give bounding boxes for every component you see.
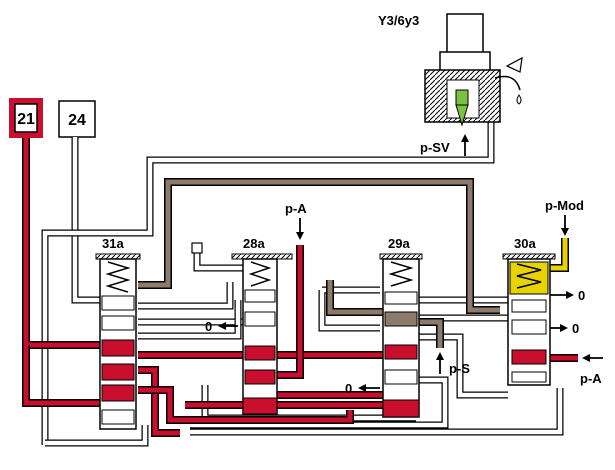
spring-icon <box>516 263 542 289</box>
valve-31a: 31a <box>95 236 141 430</box>
p-mod-label: p-Mod <box>545 198 584 213</box>
arrow-down-icon <box>296 232 304 240</box>
p-a-top-label: p-A <box>285 201 307 216</box>
arrow-down-icon <box>561 228 569 236</box>
box-21: 21 <box>9 98 43 138</box>
valve-30a-label: 30a <box>514 236 536 251</box>
arrow-up-icon <box>436 352 444 360</box>
pressure-labels: p-A p-Mod p-S p-A 0 0 0 0 <box>205 198 603 396</box>
oil-drop-icon <box>516 94 522 105</box>
arrow-left-icon <box>582 354 590 362</box>
p-a-right-label: p-A <box>580 371 602 386</box>
valve-29a-label: 29a <box>388 236 410 251</box>
solenoid-green-plunger <box>455 89 469 106</box>
p-sv-label: p-SV <box>420 140 450 155</box>
exhaust-label-30a-top: 0 <box>578 288 585 303</box>
red-lines <box>22 138 578 437</box>
drip-arrow-icon <box>494 75 521 91</box>
valve-30a: 30a <box>502 236 556 386</box>
arrow-right-icon <box>560 324 568 332</box>
box-24-label: 24 <box>68 112 86 129</box>
yellow-lines <box>545 238 569 272</box>
arrow-left-icon <box>218 322 226 330</box>
exhaust-label-29a: 0 <box>345 381 352 396</box>
spring-icon <box>388 261 414 287</box>
valve-31a-label: 31a <box>102 236 124 251</box>
solenoid-name-label: Y3/6y3 <box>378 13 419 28</box>
box-24: 24 <box>58 100 96 138</box>
brown-lines <box>138 178 500 348</box>
exhaust-label-30a-mid: 0 <box>572 321 579 336</box>
arrow-left-icon <box>358 384 366 392</box>
valve-28a: 28a <box>191 236 293 415</box>
line-network <box>22 115 578 447</box>
spring-icon <box>105 261 131 293</box>
valve-29a: 29a <box>379 236 423 418</box>
arrow-right-icon <box>566 291 574 299</box>
exhaust-label-28a: 0 <box>205 319 212 334</box>
p-s-label: p-S <box>449 361 470 376</box>
solenoid-valve-y3-6y3: Y3/6y3 p-SV <box>378 13 523 156</box>
p-sv-arrow-icon <box>461 134 469 142</box>
valve-28a-label: 28a <box>243 236 265 251</box>
spring-icon <box>248 261 272 287</box>
box-21-label: 21 <box>17 111 35 128</box>
